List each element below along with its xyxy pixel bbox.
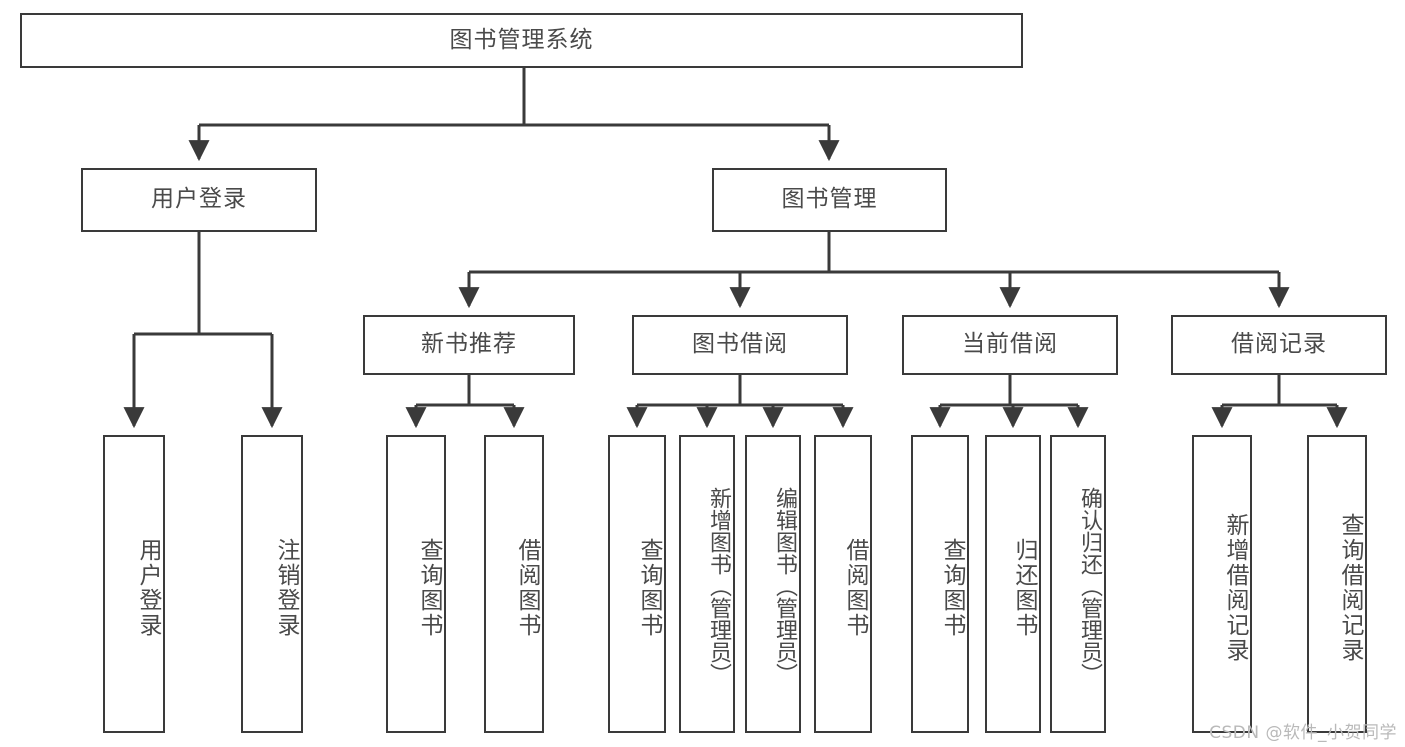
node-leaf-edit-book-label: 编辑图书（管理员） — [772, 487, 797, 685]
node-leaf-confirm-return-label: 确认归还（管理员） — [1077, 487, 1102, 685]
node-book-borrow[interactable]: 图书借阅 — [632, 315, 848, 375]
node-new-book-rec[interactable]: 新书推荐 — [363, 315, 575, 375]
node-leaf-confirm-return[interactable]: 确认归还（管理员） — [1050, 435, 1106, 733]
node-leaf-query-book-2-label: 查询图书 — [636, 538, 662, 638]
node-leaf-borrow-book-1-label: 借阅图书 — [514, 538, 540, 638]
node-leaf-logout[interactable]: 注销登录 — [241, 435, 303, 733]
node-borrow-record[interactable]: 借阅记录 — [1171, 315, 1387, 375]
node-root[interactable]: 图书管理系统 — [20, 13, 1023, 68]
node-leaf-borrow-book-2-label: 借阅图书 — [842, 538, 868, 638]
node-leaf-logout-label: 注销登录 — [273, 538, 299, 638]
node-root-label: 图书管理系统 — [449, 26, 594, 53]
node-leaf-query-book-1[interactable]: 查询图书 — [386, 435, 446, 733]
node-leaf-borrow-book-2[interactable]: 借阅图书 — [814, 435, 872, 733]
node-leaf-return-book-label: 归还图书 — [1011, 538, 1037, 638]
node-leaf-query-record[interactable]: 查询借阅记录 — [1307, 435, 1367, 733]
node-leaf-query-record-label: 查询借阅记录 — [1337, 513, 1363, 663]
node-new-book-rec-label: 新书推荐 — [421, 331, 517, 358]
node-user-login[interactable]: 用户登录 — [81, 168, 317, 232]
node-borrow-record-label: 借阅记录 — [1231, 331, 1327, 358]
node-leaf-query-book-3-label: 查询图书 — [939, 538, 965, 638]
csdn-watermark: CSDN @软件_小贺同学 — [1209, 723, 1397, 743]
node-current-borrow-label: 当前借阅 — [962, 331, 1058, 358]
node-book-manage-label: 图书管理 — [781, 186, 878, 213]
node-leaf-query-book-1-label: 查询图书 — [416, 538, 442, 638]
node-book-manage[interactable]: 图书管理 — [712, 168, 947, 232]
node-leaf-user-login[interactable]: 用户登录 — [103, 435, 165, 733]
node-leaf-borrow-book-1[interactable]: 借阅图书 — [484, 435, 544, 733]
node-user-login-label: 用户登录 — [151, 186, 247, 213]
node-leaf-add-book-label: 新增图书（管理员） — [706, 487, 731, 685]
node-leaf-return-book[interactable]: 归还图书 — [985, 435, 1041, 733]
node-leaf-query-book-2[interactable]: 查询图书 — [608, 435, 666, 733]
node-book-borrow-label: 图书借阅 — [692, 331, 788, 358]
node-leaf-add-book[interactable]: 新增图书（管理员） — [679, 435, 735, 733]
node-leaf-add-record[interactable]: 新增借阅记录 — [1192, 435, 1252, 733]
node-leaf-query-book-3[interactable]: 查询图书 — [911, 435, 969, 733]
node-leaf-add-record-label: 新增借阅记录 — [1222, 513, 1248, 663]
node-leaf-edit-book[interactable]: 编辑图书（管理员） — [745, 435, 801, 733]
node-current-borrow[interactable]: 当前借阅 — [902, 315, 1118, 375]
node-leaf-user-login-label: 用户登录 — [135, 538, 161, 638]
